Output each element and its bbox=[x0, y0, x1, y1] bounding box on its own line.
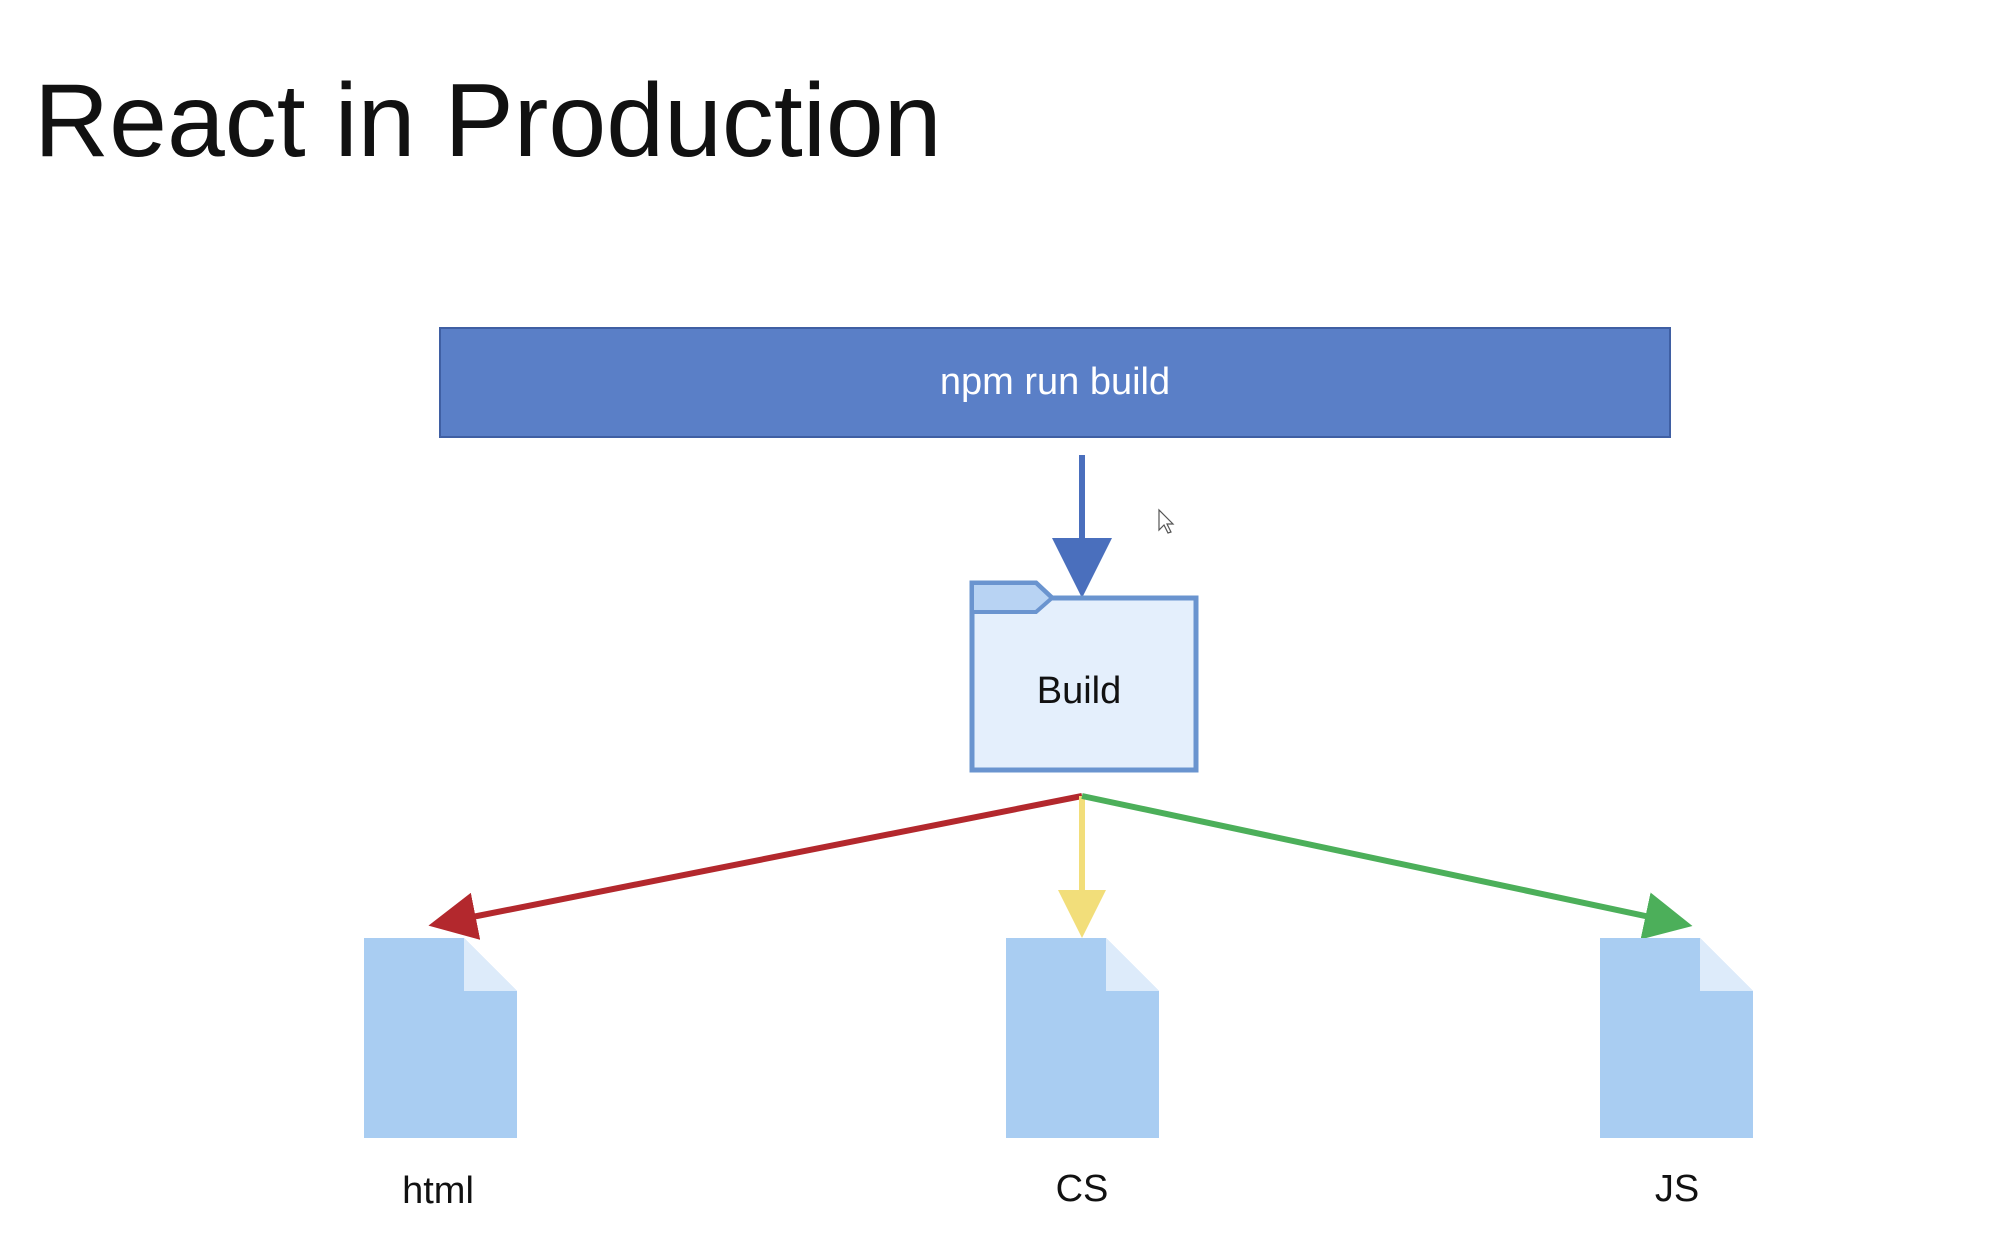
output-file-css: CS bbox=[1006, 938, 1159, 1210]
mouse-cursor-icon bbox=[1158, 508, 1175, 534]
file-fold bbox=[1700, 938, 1753, 991]
command-label: npm run build bbox=[939, 361, 1171, 403]
folder-icon bbox=[969, 580, 1199, 773]
output-file-html: html bbox=[364, 938, 517, 1212]
file-label-js: JS bbox=[1655, 1168, 1699, 1210]
npm-run-build-bar: npm run build bbox=[439, 327, 1671, 438]
file-icon bbox=[1006, 938, 1159, 1138]
folder-tab bbox=[970, 581, 1055, 614]
output-file-js: JS bbox=[1600, 938, 1753, 1210]
arrow-to-html bbox=[428, 793, 1083, 940]
file-icon bbox=[364, 938, 517, 1138]
file-fold bbox=[1106, 938, 1159, 991]
arrow-to-js bbox=[1081, 793, 1693, 940]
build-folder: Build bbox=[969, 580, 1199, 773]
file-label-css: CS bbox=[1056, 1168, 1109, 1210]
file-label-html: html bbox=[402, 1170, 474, 1212]
file-fold bbox=[464, 938, 517, 991]
folder-label: Build bbox=[1037, 670, 1122, 712]
file-icon bbox=[1600, 938, 1753, 1138]
slide-title: React in Production bbox=[34, 63, 942, 179]
